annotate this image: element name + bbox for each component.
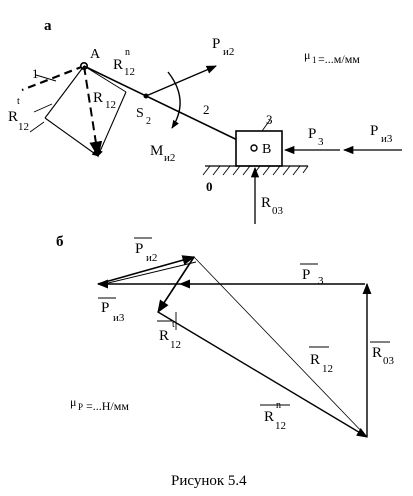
link-1-leader [35,74,57,82]
pi2-label-a: P [212,36,220,52]
rt12-sup-a: t [17,96,20,107]
rn12-sup-b: n [276,400,281,411]
mu1-value: =...м/мм [318,52,360,66]
p3-sub-a: 3 [318,136,324,148]
link-2-rod [83,65,255,149]
rt12-sub-b: 12 [170,339,181,351]
r12-label-b: R [310,352,320,368]
pi3-sub-b: и3 [113,312,125,324]
link-3-leader [261,119,271,132]
rn12-label-a: R [113,57,123,73]
joint-b [250,144,258,152]
rt12-sub-a: 12 [18,121,29,133]
pi2-sub-b: и2 [146,252,157,264]
link-1-dashed [21,64,85,92]
joint-b-label: B [262,142,271,157]
rt12-label-b: R [159,328,169,344]
mu1-sub: 1 [312,55,317,65]
link-3-label: 3 [266,112,273,127]
mu1-symbol: μ [304,48,310,62]
rn12-vector [97,91,127,157]
rn12-label-b: R [264,409,274,425]
p3-label-a: P [308,126,316,142]
mi2-label: M [150,143,163,159]
figure-caption: Рисунок 5.4 [171,473,247,489]
pi3-sub-a: и3 [381,133,393,145]
part-a-label: а [44,18,52,34]
rt12-tick [33,103,53,113]
pi2-label-b: P [135,241,143,257]
pi2-vector-b [97,255,196,285]
link-1-label: 1 [32,66,39,81]
pi2-sub-a: и2 [223,46,234,58]
r12-dashed-vector [83,65,103,158]
ground-label: 0 [206,179,213,194]
pi2-vector-b-edge [99,261,197,286]
rt12-sup-b: t [172,319,175,330]
mup-value: =...Н/мм [86,399,129,413]
link-2-label: 2 [203,102,210,117]
mup-sub: P [78,402,83,412]
rt12-vector-b [157,256,195,314]
mi2-sub: и2 [164,152,175,164]
rt12-leader [29,121,45,133]
r12-vector-b [193,256,368,438]
r03-sub-b: 03 [383,355,395,367]
pi3-label-b: P [101,300,109,316]
rn12-vector-b [157,311,368,438]
rn12-sup-a: n [125,47,130,58]
s2-label: S [136,106,144,121]
rn12-sub-a: 12 [124,66,135,78]
slider-3 [235,130,283,167]
r12-sub-a: 12 [105,99,116,111]
p3-label-b: P [302,267,310,283]
rn12-direction [83,65,127,93]
p3-sub-b: 3 [318,275,324,287]
joint-a-label: A [90,47,101,62]
part-b-label: б [56,234,64,250]
r12-sub-b: 12 [322,363,333,375]
r03-label-b: R [372,345,382,361]
s2-sub: 2 [146,116,151,127]
r03-sub-a: 03 [272,205,284,217]
r03-label-a: R [261,195,271,211]
rt12-to-r12 [44,117,99,157]
mi2-arc [167,71,181,129]
pi2-vector-a [145,65,217,97]
mup-symbol: μ [70,395,76,409]
rn12-sub-b: 12 [275,420,286,432]
pi3-label-a: P [370,123,378,139]
rt12-label-a: R [8,109,18,125]
r12-label-a: R [93,90,103,106]
rt12-vector-a [44,65,85,119]
